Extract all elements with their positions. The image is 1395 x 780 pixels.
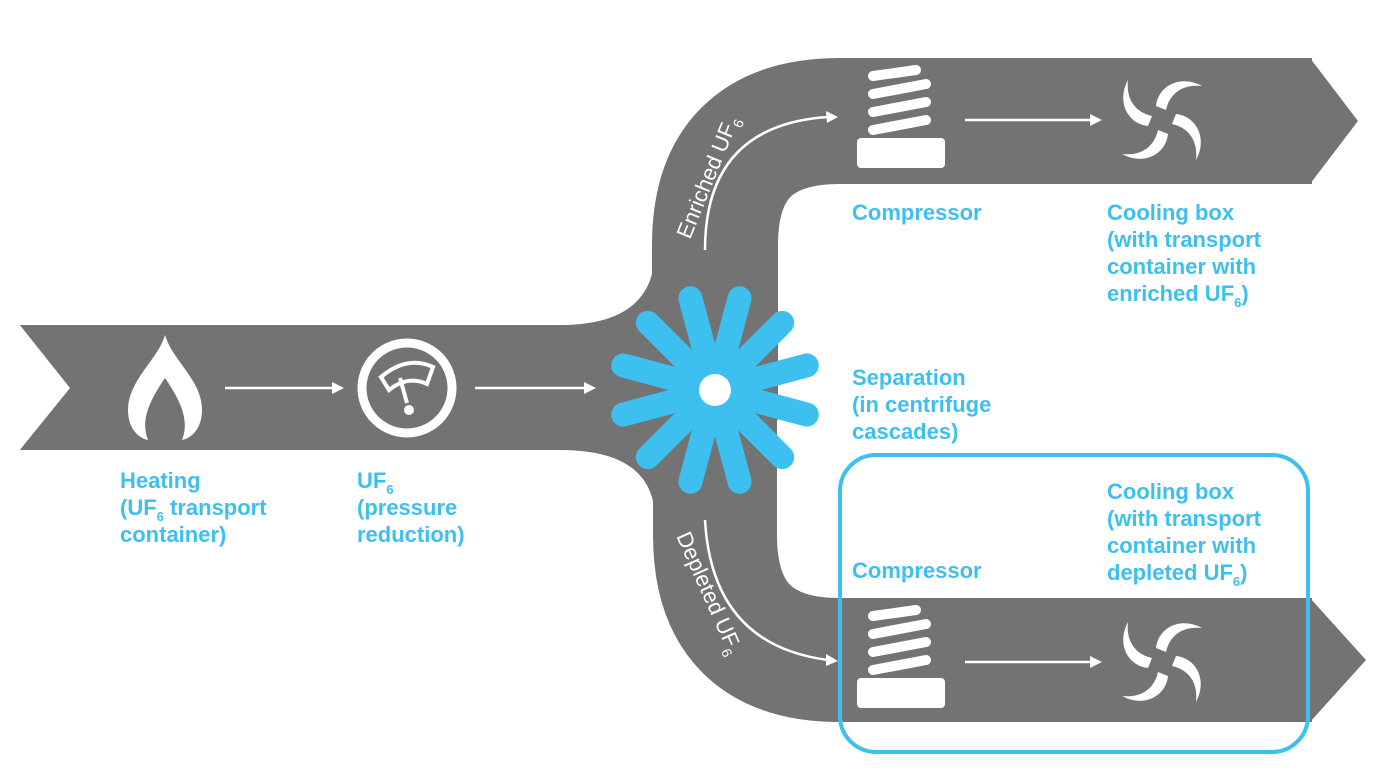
track-start-notch bbox=[19, 324, 70, 451]
pressure-reduction-label: UF6 (pressure reduction) bbox=[357, 468, 465, 547]
fan-blade bbox=[1172, 656, 1201, 702]
enriched-compressor-label: Compressor bbox=[852, 200, 982, 225]
fan-blade bbox=[1122, 672, 1168, 701]
centrifuge-ray bbox=[731, 353, 819, 395]
cooling-fan-icon bbox=[1122, 80, 1202, 160]
enriched-cooling-box-label: Cooling box (with transport container wi… bbox=[1107, 200, 1267, 310]
separation-label: Separation (in centrifuge cascades) bbox=[852, 365, 997, 444]
centrifuge-ray bbox=[678, 286, 720, 374]
flow-arrows bbox=[225, 115, 1090, 664]
enriched-track bbox=[652, 57, 1312, 420]
fan-blade bbox=[1123, 622, 1152, 668]
arrow-heads bbox=[332, 111, 1102, 668]
centrifuge-ray bbox=[731, 385, 819, 427]
flame-icon bbox=[128, 335, 202, 440]
centrifuge-ray bbox=[635, 310, 706, 381]
fan-blade bbox=[1156, 623, 1202, 652]
centrifuge-ray bbox=[611, 385, 699, 427]
heating-label: Heating (UF6 transport container) bbox=[120, 468, 273, 547]
gauge-icon bbox=[357, 338, 457, 438]
compressor-icon bbox=[857, 605, 945, 708]
arrow-enriched-curve bbox=[703, 115, 829, 251]
cooling-fan-icon bbox=[1122, 622, 1202, 702]
centrifuge-ray bbox=[710, 406, 752, 494]
fan-blade bbox=[1123, 80, 1152, 126]
fan-blade bbox=[1156, 81, 1202, 110]
fan-blade bbox=[1172, 114, 1201, 160]
centrifuge-center bbox=[699, 374, 731, 406]
junction-fillet bbox=[560, 250, 655, 520]
centrifuge-ray bbox=[611, 353, 699, 395]
compressor-icon bbox=[857, 65, 945, 168]
centrifuge-ray bbox=[724, 310, 795, 381]
centrifuge-ray bbox=[710, 286, 752, 374]
centrifuge-ray bbox=[724, 399, 795, 470]
enriched-track-arrow-tip bbox=[1310, 58, 1358, 184]
depleted-cooling-box-label: Cooling box (with transport container wi… bbox=[1107, 479, 1267, 589]
arrow-depleted-curve bbox=[703, 519, 829, 662]
depleted-compressor-label: Compressor bbox=[852, 558, 982, 583]
depleted-track-arrow-tip bbox=[1310, 598, 1366, 722]
centrifuge-icon bbox=[611, 286, 819, 494]
depleted-branch-highlight bbox=[838, 453, 1310, 754]
fan-blade bbox=[1122, 130, 1168, 159]
centrifuge-ray bbox=[678, 406, 720, 494]
centrifuge-ray bbox=[635, 399, 706, 470]
